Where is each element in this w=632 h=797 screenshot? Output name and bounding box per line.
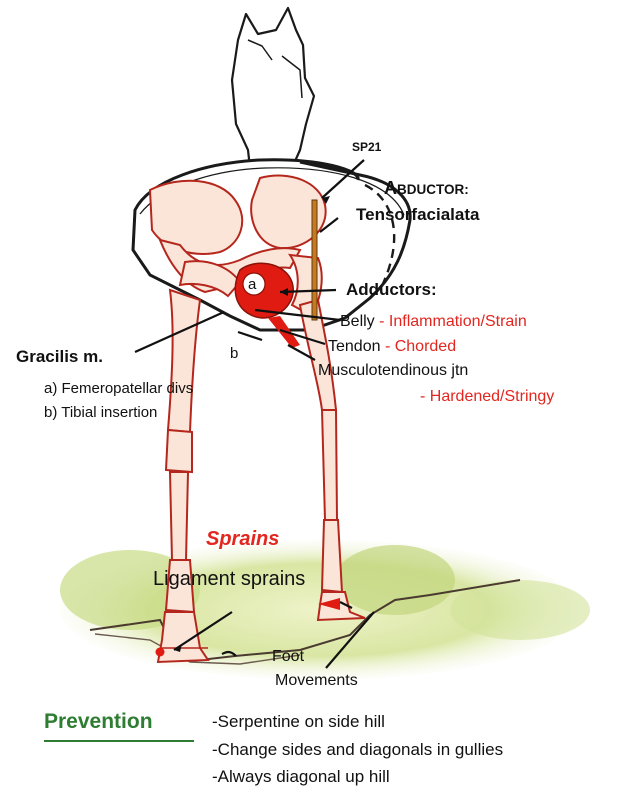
abductor-rest: BDUCTOR: xyxy=(397,182,469,197)
prevention-item: -Always diagonal up hill xyxy=(212,767,390,787)
tendon-label: Tendon xyxy=(328,338,381,355)
marker-b: b xyxy=(230,345,238,362)
prevention-title: Prevention xyxy=(44,710,153,734)
tensor-fascia-lata-muscle xyxy=(312,200,317,320)
abductor-heading: ABDUCTOR: xyxy=(384,178,469,199)
tendon-issue: - Chorded xyxy=(385,338,456,355)
gracilis-item-a: a) Femeropatellar divs xyxy=(44,380,193,397)
musculo-label: Musculotendinous jtn xyxy=(318,362,468,380)
belly-label: Belly xyxy=(340,313,375,330)
movements-label: Movements xyxy=(275,672,358,690)
marker-a: a xyxy=(248,276,256,293)
gracilis-item-b: b) Tibial insertion xyxy=(44,404,157,421)
tendon-line: Tendon - Chorded xyxy=(328,338,456,356)
foot-label: Foot xyxy=(272,648,304,666)
belly-line: Belly - Inflammation/Strain xyxy=(340,313,527,331)
prevention-underline xyxy=(44,740,194,742)
abductor-initial: A xyxy=(384,178,397,198)
adductors-heading: Adductors: xyxy=(346,280,437,300)
prevention-item: -Change sides and diagonals in gullies xyxy=(212,740,503,760)
belly-issue: - Inflammation/Strain xyxy=(379,313,527,330)
horse-head xyxy=(232,8,314,168)
sprains-heading: Sprains xyxy=(206,528,279,551)
prevention-item: -Serpentine on side hill xyxy=(212,712,385,732)
musculo-issue: - Hardened/Stringy xyxy=(420,388,554,406)
gracilis-heading: Gracilis m. xyxy=(16,347,103,367)
sp21-label: SP21 xyxy=(352,140,381,154)
tensor-label: Tensorfacialata xyxy=(356,205,479,225)
ligament-sprains-label: Ligament sprains xyxy=(153,568,305,591)
